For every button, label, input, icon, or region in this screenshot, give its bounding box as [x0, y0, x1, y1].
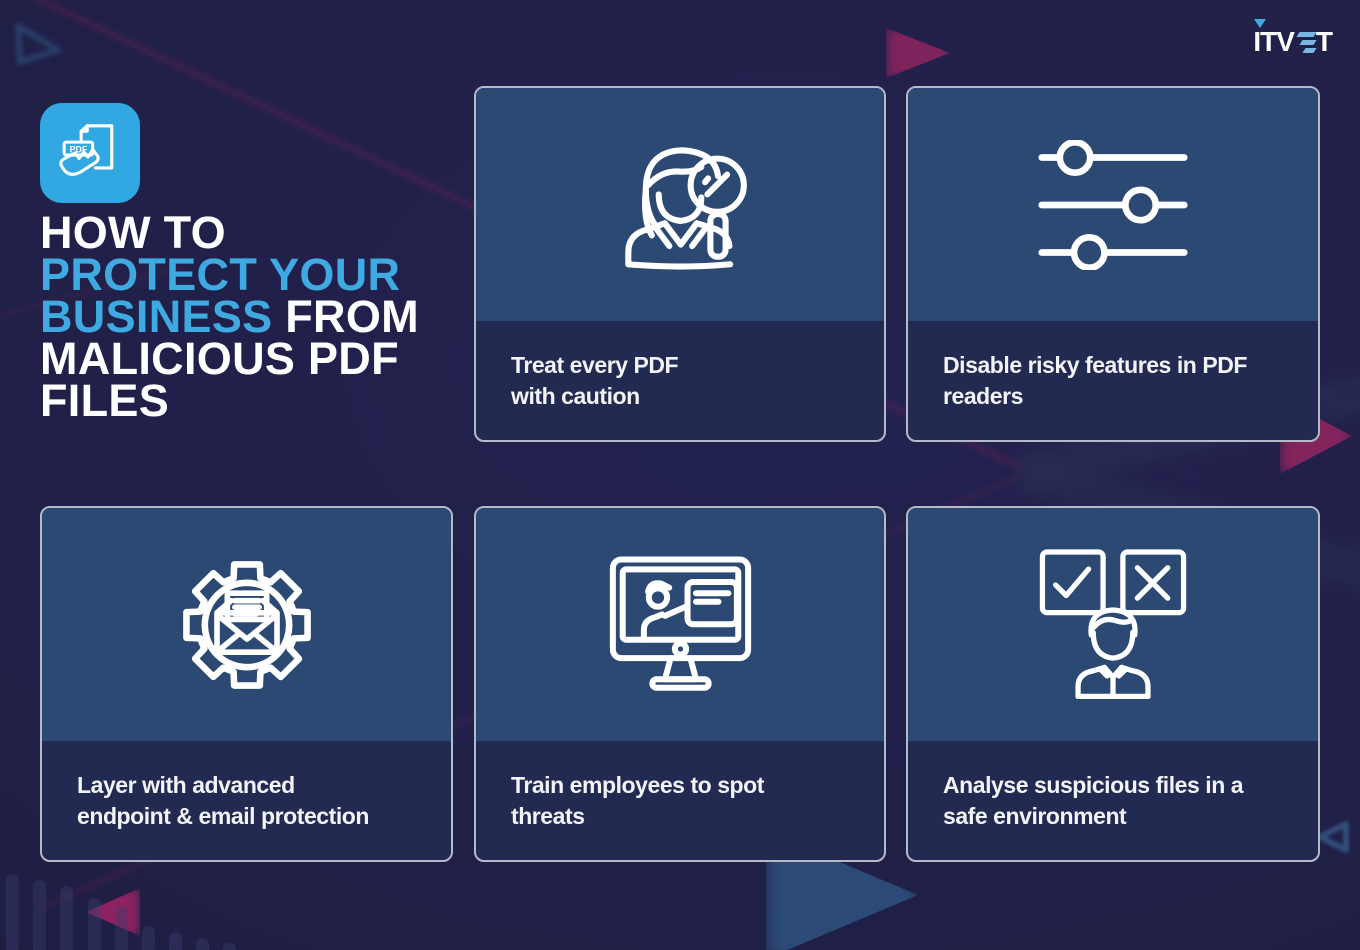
pink-triangle-decoration [886, 28, 950, 78]
title-line-2: PROTECT YOUR [40, 249, 401, 300]
pdf-badge-label: PDF [70, 144, 88, 154]
card-treat-every-pdf: Treat every PDF with caution [474, 86, 886, 442]
card-label: Layer with advanced endpoint & email pro… [77, 771, 369, 829]
title-line-1: HOW TO [40, 207, 226, 258]
gear-envelope-icon [182, 560, 311, 689]
card-icon-area [908, 508, 1318, 741]
itvet-logo: ITV T [1253, 19, 1333, 58]
equalizer-bars-decoration [0, 854, 260, 950]
card-icon-area [476, 508, 884, 741]
training-monitor-icon [609, 555, 751, 691]
card-layer-protection: Layer with advanced endpoint & email pro… [40, 506, 453, 862]
card-icon-area [42, 508, 451, 741]
logo-triangle-icon [1254, 19, 1267, 28]
card-label: Disable risky features in PDF readers [943, 351, 1247, 409]
triangle-outline-decoration [1317, 821, 1349, 853]
card-label-area: Disable risky features in PDF readers [908, 321, 1318, 440]
card-label-area: Treat every PDF with caution [476, 321, 884, 440]
title-line-5: FILES [40, 375, 170, 426]
pink-triangle-decoration [86, 888, 140, 936]
slider-controls-icon [1038, 139, 1188, 270]
title-line-3: BUSINESS FROM [40, 291, 419, 342]
title-line-4: MALICIOUS PDF [40, 333, 399, 384]
triangle-outline-decoration [15, 23, 61, 65]
card-label: Analyse suspicious files in a safe envir… [943, 771, 1244, 829]
card-icon-area [476, 88, 884, 321]
pdf-badge: PDF [40, 103, 140, 203]
card-icon-area [908, 88, 1318, 321]
card-label-area: Layer with advanced endpoint & email pro… [42, 741, 451, 860]
logo-text-right: T [1315, 26, 1333, 57]
card-train-employees: Train employees to spot threats [474, 506, 886, 862]
analyst-magnifier-icon [625, 146, 747, 270]
logo-e-bars-icon [1296, 31, 1317, 53]
page-title: HOW TO PROTECT YOUR BUSINESS FROM MALICI… [40, 207, 440, 426]
card-disable-risky-features: Disable risky features in PDF readers [906, 86, 1320, 442]
card-label-area: Train employees to spot threats [476, 741, 884, 860]
card-label-area: Analyse suspicious files in a safe envir… [908, 741, 1318, 860]
pdf-hand-icon: PDF [59, 124, 114, 176]
card-analyse-files: Analyse suspicious files in a safe envir… [906, 506, 1320, 862]
check-cross-person-icon [1039, 549, 1187, 700]
card-label: Train employees to spot threats [511, 771, 764, 829]
logo-text-left: ITV [1253, 26, 1295, 57]
card-label: Treat every PDF with caution [511, 351, 679, 409]
